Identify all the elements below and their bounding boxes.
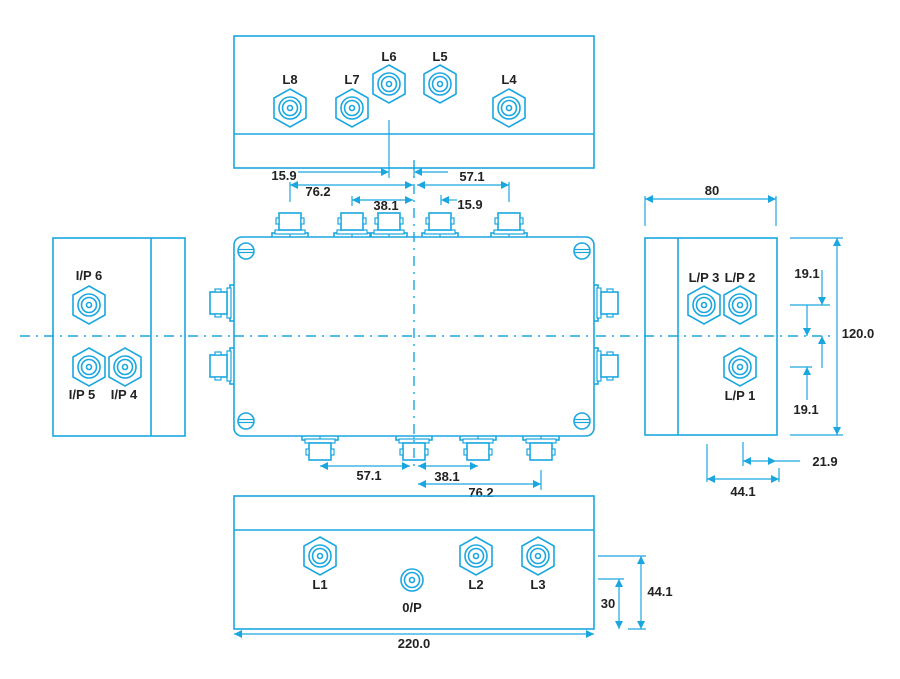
- hex-connector-icon: [492, 88, 526, 128]
- connector-label: L/P 1: [725, 388, 756, 403]
- output-connector-icon: [400, 568, 424, 592]
- connector-l7: L7: [335, 72, 369, 128]
- bnc-connector-icon: [209, 347, 236, 385]
- right-dimensions: 80 120.0 19.1 19.1 21.9 44.1: [644, 183, 875, 499]
- dim-120: 120.0: [842, 326, 875, 341]
- dim-30: 30: [601, 596, 615, 611]
- dim-44-1-right: 44.1: [730, 484, 755, 499]
- hex-connector-icon: [723, 285, 757, 325]
- connector-label: I/P 4: [111, 387, 138, 402]
- front-view-outline: [233, 495, 595, 630]
- hex-connector-icon: [273, 88, 307, 128]
- dim-57-1-bottom: 57.1: [356, 468, 381, 483]
- connector-l8: L8: [273, 72, 307, 128]
- bnc-connector-icon: [459, 434, 497, 461]
- hex-connector-icon: [72, 347, 106, 387]
- dim-76-2-top: 76.2: [305, 184, 330, 199]
- connector-lp2: L/P 2: [723, 270, 757, 325]
- connector-l1: L1: [303, 536, 337, 592]
- connector-label: L6: [381, 49, 396, 64]
- connector-label: L5: [432, 49, 447, 64]
- bnc-connector-icon: [592, 284, 619, 322]
- connector-label: L7: [344, 72, 359, 87]
- connector-l3: L3: [521, 536, 555, 592]
- connector-l4: L4: [492, 72, 526, 128]
- hex-connector-icon: [303, 536, 337, 576]
- dim-38-1-bottom: 38.1: [434, 469, 459, 484]
- dim-220: 220.0: [398, 636, 431, 651]
- top-view-outline: [233, 35, 595, 169]
- connector-label: L/P 2: [725, 270, 756, 285]
- hex-connector-icon: [521, 536, 555, 576]
- bnc-connector-icon: [370, 212, 408, 239]
- connector-lp1: L/P 1: [723, 347, 757, 403]
- hex-connector-icon: [372, 64, 406, 104]
- bnc-connector-icon: [209, 284, 236, 322]
- hex-connector-icon: [723, 347, 757, 387]
- bottom-dimensions: 57.1 38.1 76.2: [320, 462, 542, 500]
- dim-19-1-lower: 19.1: [793, 402, 818, 417]
- bnc-connector-icon: [522, 434, 560, 461]
- connector-label: I/P 6: [76, 268, 103, 283]
- hex-connector-icon: [108, 347, 142, 387]
- connector-ip5: I/P 5: [69, 347, 106, 402]
- connector-l5: L5: [423, 49, 457, 104]
- dim-21-9: 21.9: [812, 454, 837, 469]
- connector-l2: L2: [459, 536, 493, 592]
- dim-19-1-upper: 19.1: [794, 266, 819, 281]
- hex-connector-icon: [459, 536, 493, 576]
- connector-label: L/P 3: [689, 270, 720, 285]
- dim-15-9-top: 15.9: [271, 168, 296, 183]
- connector-label: L3: [530, 577, 545, 592]
- connector-label: 0/P: [402, 600, 422, 615]
- top-dimensions: 15.9 57.1 76.2 38.1 15.9: [271, 120, 510, 213]
- connector-ip4: I/P 4: [108, 347, 142, 402]
- hex-connector-icon: [335, 88, 369, 128]
- front-view: L1 0/P L2 L3: [233, 495, 595, 630]
- bnc-connector-icon: [490, 212, 528, 239]
- bnc-connector-icon: [421, 212, 459, 239]
- connector-l6: L6: [372, 49, 406, 104]
- main-body: [209, 160, 619, 470]
- front-dimensions: 220.0 44.1 30: [234, 555, 673, 651]
- bnc-connector-icon: [271, 212, 309, 239]
- connector-label: L2: [468, 577, 483, 592]
- connector-ip6: I/P 6: [72, 268, 106, 325]
- dim-15-9-top-right: 15.9: [457, 197, 482, 212]
- right-view: L/P 3 L/P 2 L/P 1: [644, 237, 778, 436]
- hex-connector-icon: [72, 285, 106, 325]
- connector-label: L4: [501, 72, 517, 87]
- connector-op: 0/P: [400, 568, 424, 615]
- connector-label: L1: [312, 577, 327, 592]
- bnc-connector-icon: [301, 434, 339, 461]
- bnc-connector-icon: [592, 347, 619, 385]
- connector-label: L8: [282, 72, 297, 87]
- left-view-outline: [52, 237, 186, 437]
- dim-38-1-top: 38.1: [373, 198, 398, 213]
- dim-76-2-bottom: 76.2: [468, 485, 493, 500]
- connector-lp3: L/P 3: [687, 270, 721, 325]
- hex-connector-icon: [687, 285, 721, 325]
- top-view: L8 L7 L6 L5 L4: [233, 35, 595, 169]
- left-view: I/P 6 I/P 5 I/P 4: [52, 237, 186, 437]
- dim-44-1-front: 44.1: [647, 584, 672, 599]
- bnc-connector-icon: [333, 212, 371, 239]
- connector-label: I/P 5: [69, 387, 96, 402]
- hex-connector-icon: [423, 64, 457, 104]
- dim-57-1-top: 57.1: [459, 169, 484, 184]
- dim-80: 80: [705, 183, 719, 198]
- right-view-outline: [644, 237, 778, 436]
